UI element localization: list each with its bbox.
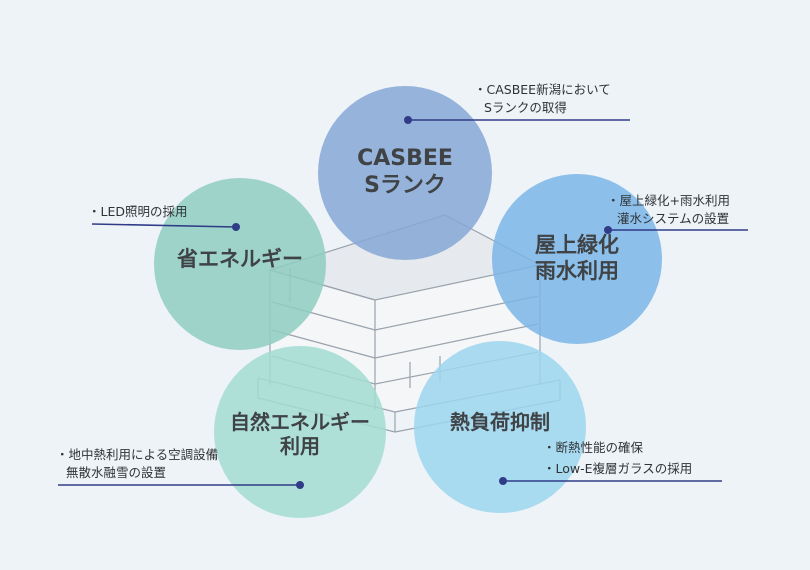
circle-casbee (318, 86, 492, 260)
leader-lines (58, 116, 748, 489)
note-roof: ・屋上緑化+雨水利用 灌水システムの設置 (607, 193, 730, 226)
note-energy: ・LED照明の採用 (88, 204, 188, 219)
note-natural: ・地中熱利用による空調設備 無散水融雪の設置 (56, 447, 219, 480)
circle-label-roof: 屋上緑化 雨水利用 (535, 233, 619, 283)
circle-heat (414, 341, 586, 513)
note-casbee: ・CASBEE新潟において Sランクの取得 (474, 82, 611, 115)
circle-label-casbee: CASBEE Sランク (357, 146, 453, 198)
circle-label-energy: 省エネルギー (177, 247, 303, 271)
circle-label-natural: 自然エネルギー 利用 (230, 410, 370, 459)
circle-roof (492, 174, 662, 344)
circle-label-heat: 熱負荷抑制 (450, 410, 550, 434)
circle-energy (154, 178, 326, 350)
note-heat: ・断熱性能の確保 ・Low-E複層ガラスの採用 (543, 440, 693, 476)
circle-natural (214, 346, 386, 518)
